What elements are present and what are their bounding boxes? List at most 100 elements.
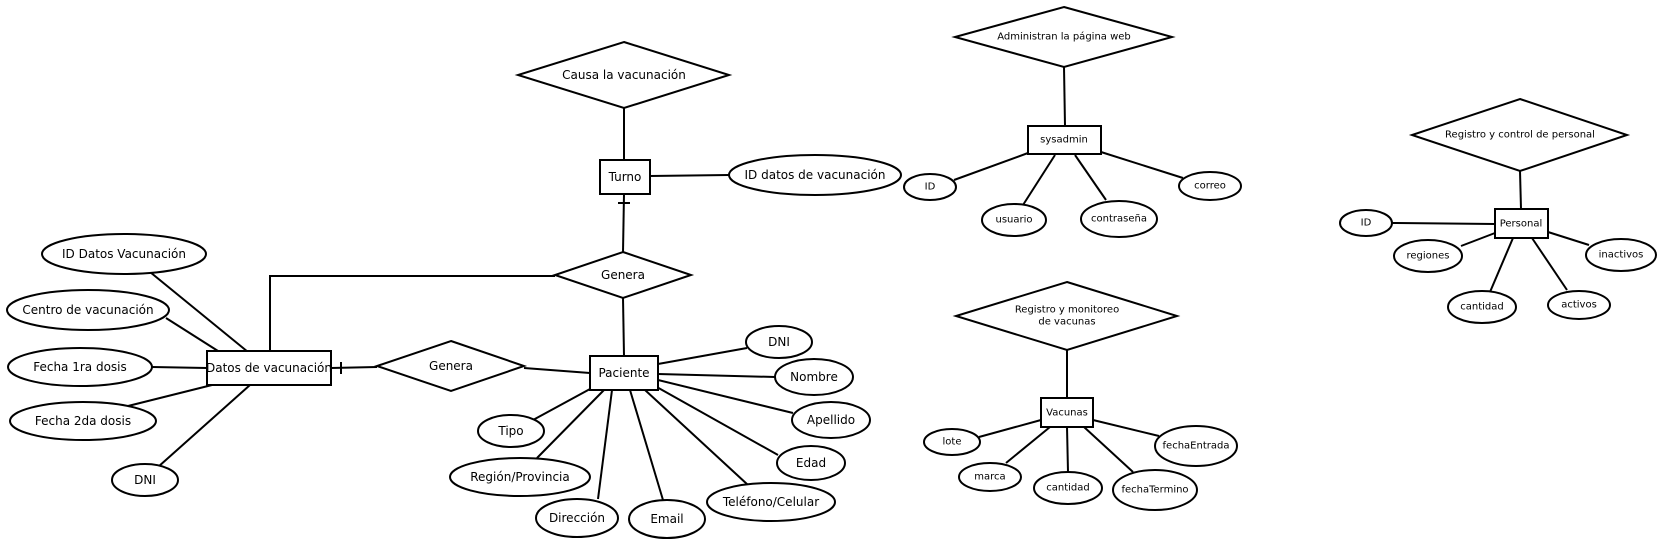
link-paciente-email	[629, 389, 664, 501]
attribute-datos-id-label: ID Datos Vacunación	[62, 247, 186, 261]
entity-paciente[interactable]: Paciente	[589, 355, 659, 391]
attribute-sysadmin-correo[interactable]: correo	[1178, 171, 1242, 201]
attribute-vacunas-cantidad[interactable]: cantidad	[1033, 471, 1103, 505]
link-administran-sysadmin	[1063, 66, 1066, 127]
link-genera-paciente	[622, 297, 625, 357]
attribute-vacunas-lote-label: lote	[943, 437, 962, 448]
link-paciente-edad	[654, 385, 779, 456]
attribute-paciente-tipo-label: Tipo	[497, 424, 523, 438]
relationship-administran-label: Administran la página web	[997, 31, 1131, 43]
link-datos-id	[149, 271, 249, 353]
attribute-datos-id[interactable]: ID Datos Vacunación	[41, 233, 207, 275]
link-personal-regiones	[1460, 232, 1496, 247]
attribute-personal-activos[interactable]: activos	[1547, 290, 1611, 320]
attribute-sysadmin-contrasena-label: contraseña	[1091, 214, 1147, 225]
relationship-registro-personal-label: Registro y control de personal	[1445, 130, 1595, 141]
link-sysadmin-contrasena	[1074, 154, 1107, 201]
link-genera-datos	[269, 275, 555, 351]
attribute-vacunas-fechaEntrada-label: fechaEntrada	[1163, 441, 1230, 452]
entity-sysadmin[interactable]: sysadmin	[1027, 125, 1102, 155]
link-genera2-paciente	[523, 367, 591, 374]
attribute-datos-dni-label: DNI	[134, 473, 156, 487]
relationship-genera-bottom-label: Genera	[429, 359, 473, 373]
entity-vacunas[interactable]: Vacunas	[1040, 397, 1094, 428]
link-datos-genera2	[330, 366, 378, 369]
attribute-vacunas-lote[interactable]: lote	[923, 428, 981, 456]
relationship-registro-vacunas[interactable]: Registro y monitoreo de vacunas	[952, 280, 1181, 352]
attribute-vacunas-marca-label: marca	[974, 472, 1005, 483]
attribute-sysadmin-correo-label: correo	[1194, 181, 1226, 192]
attribute-sysadmin-usuario[interactable]: usuario	[981, 203, 1047, 237]
attribute-datos-centro[interactable]: Centro de vacunación	[6, 289, 170, 331]
attribute-datos-fecha1[interactable]: Fecha 1ra dosis	[7, 347, 153, 387]
attribute-datos-fecha2-label: Fecha 2da dosis	[35, 414, 131, 428]
link-vacunas-fechaEntrada	[1092, 419, 1160, 437]
attribute-personal-inactivos[interactable]: inactivos	[1585, 238, 1657, 272]
link-sysadmin-correo	[1100, 151, 1184, 179]
relationship-genera-bottom[interactable]: Genera	[373, 339, 528, 393]
attribute-personal-cantidad[interactable]: cantidad	[1447, 290, 1517, 324]
attribute-paciente-dni[interactable]: DNI	[745, 325, 813, 359]
entity-personal[interactable]: Personal	[1494, 208, 1549, 239]
attribute-paciente-direccion-label: Dirección	[549, 511, 605, 525]
attribute-paciente-tipo[interactable]: Tipo	[477, 414, 545, 448]
attribute-personal-activos-label: activos	[1561, 300, 1597, 311]
attribute-paciente-direccion[interactable]: Dirección	[535, 498, 619, 538]
link-paciente-nombre	[657, 373, 776, 378]
entity-sysadmin-label: sysadmin	[1040, 135, 1088, 146]
connectors	[127, 66, 1590, 501]
attribute-sysadmin-usuario-label: usuario	[995, 215, 1032, 226]
entity-datos-vacunacion[interactable]: Datos de vacunación	[206, 350, 332, 386]
attribute-paciente-region[interactable]: Región/Provincia	[449, 457, 591, 497]
link-datos-fecha2	[127, 384, 213, 407]
attribute-datos-fecha2[interactable]: Fecha 2da dosis	[9, 401, 157, 441]
attribute-vacunas-fechaEntrada[interactable]: fechaEntrada	[1154, 425, 1238, 467]
attribute-paciente-edad[interactable]: Edad	[776, 445, 846, 481]
attribute-paciente-email[interactable]: Email	[628, 499, 706, 539]
link-datos-dni	[157, 384, 251, 468]
attribute-paciente-edad-label: Edad	[796, 456, 826, 470]
relationship-causa[interactable]: Causa la vacunación	[514, 40, 733, 110]
entity-paciente-label: Paciente	[598, 366, 649, 380]
attribute-sysadmin-id[interactable]: ID	[903, 173, 957, 201]
attribute-paciente-region-label: Región/Provincia	[470, 470, 570, 484]
link-paciente-dni	[657, 347, 748, 365]
link-paciente-telefono	[644, 389, 749, 486]
relationship-genera-top-label: Genera	[601, 268, 645, 282]
relationship-registro-vacunas-line1: Registro y monitoreo	[1015, 305, 1119, 316]
attribute-datos-dni[interactable]: DNI	[111, 463, 179, 497]
relationship-administran[interactable]: Administran la página web	[951, 5, 1176, 69]
link-datos-fecha1	[151, 366, 208, 369]
attribute-paciente-telefono-label: Teléfono/Celular	[722, 495, 819, 509]
entity-vacunas-label: Vacunas	[1046, 408, 1088, 419]
link-datos-centro	[165, 317, 219, 352]
attribute-sysadmin-id-label: ID	[925, 182, 936, 193]
attribute-turno-id[interactable]: ID datos de vacunación	[728, 154, 902, 196]
attribute-personal-id[interactable]: ID	[1339, 209, 1393, 237]
attribute-datos-fecha1-label: Fecha 1ra dosis	[33, 360, 127, 374]
relationship-registro-vacunas-line2: de vacunas	[1038, 317, 1095, 328]
attribute-vacunas-marca[interactable]: marca	[958, 462, 1022, 492]
entity-turno[interactable]: Turno	[599, 159, 651, 195]
entity-datos-vacunacion-label: Datos de vacunación	[206, 361, 332, 375]
attribute-paciente-dni-label: DNI	[768, 335, 790, 349]
attribute-vacunas-cantidad-label: cantidad	[1046, 483, 1090, 494]
attribute-turno-id-label: ID datos de vacunación	[745, 168, 886, 182]
attribute-personal-regiones[interactable]: regiones	[1393, 239, 1463, 273]
attribute-paciente-telefono[interactable]: Teléfono/Celular	[706, 482, 836, 522]
attribute-paciente-apellido[interactable]: Apellido	[791, 401, 871, 439]
attribute-personal-cantidad-label: cantidad	[1460, 302, 1504, 313]
relationship-registro-personal[interactable]: Registro y control de personal	[1408, 97, 1631, 173]
relationship-genera-top[interactable]: Genera	[551, 250, 695, 300]
link-vacunas-cantidad	[1066, 426, 1069, 473]
link-sysadmin-usuario	[1022, 154, 1056, 206]
attribute-sysadmin-contrasena[interactable]: contraseña	[1080, 200, 1158, 238]
link-paciente-direccion	[597, 389, 613, 500]
entity-personal-label: Personal	[1500, 219, 1543, 230]
link-turno-id	[649, 174, 730, 177]
attribute-vacunas-fechaTermino-label: fechaTermino	[1121, 485, 1188, 496]
link-vacunas-fechaTermino	[1083, 426, 1134, 473]
attribute-paciente-nombre[interactable]: Nombre	[774, 358, 854, 396]
attribute-vacunas-fechaTermino[interactable]: fechaTermino	[1112, 469, 1198, 511]
link-paciente-apellido	[657, 379, 794, 414]
